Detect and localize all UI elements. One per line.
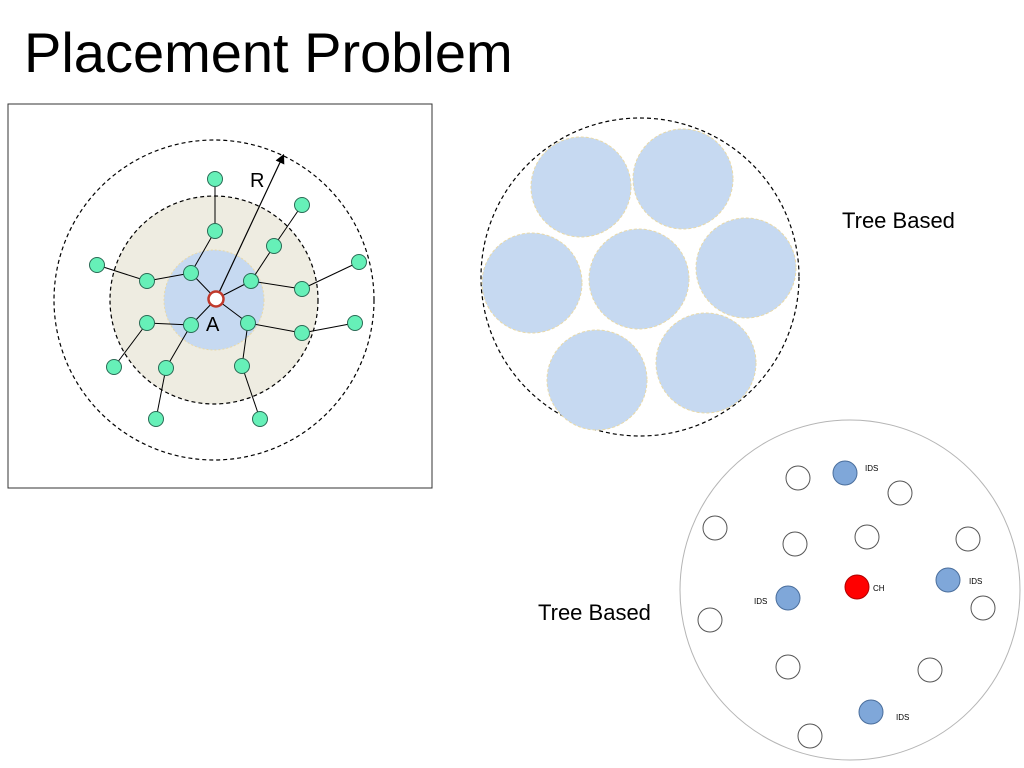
cluster-head-node <box>844 574 870 600</box>
sensor-node <box>139 273 155 289</box>
center-node-label: A <box>206 314 220 336</box>
sub-circle <box>530 136 632 238</box>
sensor-node <box>240 315 256 331</box>
slide-title: Placement Problem <box>24 21 513 84</box>
ids-node <box>832 460 858 486</box>
sensor-node <box>89 257 105 273</box>
ids-node <box>858 699 884 725</box>
ids-node <box>775 585 801 611</box>
member-node <box>702 515 728 541</box>
sensor-node <box>139 315 155 331</box>
member-node <box>854 524 880 550</box>
sensor-node <box>148 411 164 427</box>
sub-circle <box>655 312 757 414</box>
figure1-frame <box>7 103 433 489</box>
member-node <box>785 465 811 491</box>
ids-nodes <box>775 460 961 725</box>
packed-circles-figure <box>480 117 800 437</box>
sub-circle <box>588 228 690 330</box>
sensor-node <box>183 317 199 333</box>
concentric-placement-figure: R A <box>7 103 433 489</box>
tree-based-label-top: Tree Based <box>842 208 955 233</box>
member-node <box>782 531 808 557</box>
sensor-node <box>234 358 250 374</box>
ids-label: IDS <box>754 597 767 606</box>
member-node <box>917 657 943 683</box>
member-node <box>775 654 801 680</box>
sub-circle <box>632 128 734 230</box>
member-node <box>697 607 723 633</box>
sensor-node <box>294 197 310 213</box>
sub-circle <box>481 232 583 334</box>
member-node <box>955 526 981 552</box>
radius-arrow <box>215 153 285 300</box>
sensor-node <box>106 359 122 375</box>
sensor-node <box>294 325 310 341</box>
cluster-labels: CH IDS IDS IDS IDS <box>754 464 982 722</box>
sensor-node <box>351 254 367 270</box>
sensor-node <box>266 238 282 254</box>
sensor-node <box>207 223 223 239</box>
sensor-nodes <box>89 171 367 427</box>
sensor-node <box>347 315 363 331</box>
sensor-node <box>294 281 310 297</box>
radius-label: R <box>250 170 264 192</box>
member-nodes <box>697 465 996 749</box>
member-node <box>887 480 913 506</box>
outer-range-circle <box>53 139 375 461</box>
sensor-node <box>207 171 223 187</box>
packed-sub-circles <box>481 128 797 431</box>
packing-boundary-circle <box>480 117 800 437</box>
ids-node <box>935 567 961 593</box>
sensor-node <box>252 411 268 427</box>
member-node <box>797 723 823 749</box>
ids-label: IDS <box>865 464 878 473</box>
cluster-head-label: CH <box>873 584 885 593</box>
ids-label: IDS <box>969 577 982 586</box>
sensor-node <box>183 265 199 281</box>
sensor-node <box>243 273 259 289</box>
ids-label: IDS <box>896 713 909 722</box>
tree-based-label-bottom: Tree Based <box>538 600 651 625</box>
sensor-node <box>158 360 174 376</box>
cluster-ids-figure: CH IDS IDS IDS IDS <box>679 419 1021 761</box>
center-node-a <box>207 290 225 308</box>
member-node <box>970 595 996 621</box>
sub-circle <box>546 329 648 431</box>
sub-circle <box>695 217 797 319</box>
